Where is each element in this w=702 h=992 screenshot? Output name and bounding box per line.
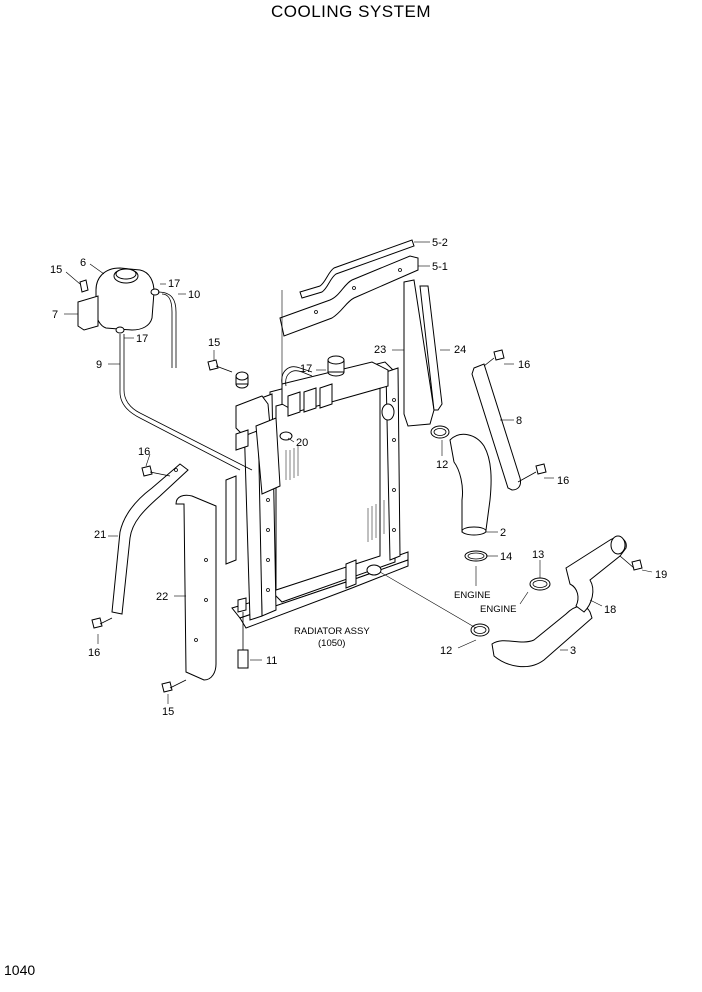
callout-16-d: 16 [88,647,100,659]
callout-3: 3 [570,645,576,657]
lower-hose [379,571,593,668]
bolt-11 [237,612,249,669]
callout-6: 6 [80,257,86,269]
callout-12-b: 12 [440,645,452,657]
callout-17-a: 17 [168,278,180,290]
callout-15-b: 15 [208,337,220,349]
callout-8: 8 [516,415,522,427]
grommet-20 [279,431,293,441]
callout-5-2: 5-2 [432,237,448,249]
note-radiator-ref: (1050) [318,638,345,649]
bolt-19 [619,555,643,571]
note-radiator-assy: RADIATOR ASSY [294,626,370,637]
note-engine-1: ENGINE [454,590,490,601]
callout-15-c: 15 [162,706,174,718]
callout-17-c: 17 [300,363,312,375]
callout-16-b: 16 [138,446,150,458]
pipe-18 [519,535,627,613]
callout-5-1: 5-1 [432,261,448,273]
bolt-16-bottom [91,617,113,629]
callout-22: 22 [156,591,168,603]
callout-17-b: 17 [136,333,148,345]
callout-13: 13 [532,549,544,561]
callout-2: 2 [500,527,506,539]
bolt-16-stay-top [483,349,505,367]
page-number: 1040 [4,962,36,978]
diagram-notes: ENGINE ENGINE RADIATOR ASSY (1050) [294,590,516,649]
note-engine-2: ENGINE [480,604,516,615]
callout-10: 10 [188,289,200,301]
seal-strips [403,279,443,427]
callout-23: 23 [374,344,386,356]
callout-18: 18 [604,604,616,616]
callout-16-c: 16 [557,475,569,487]
callout-14: 14 [500,551,512,563]
stay-21 [111,463,189,615]
plate-22 [175,494,217,681]
bolt-15-bottom [161,679,187,693]
hose-lines [119,291,253,471]
radiator-assembly [225,355,409,629]
callout-16-a: 16 [518,359,530,371]
stay-8 [471,363,521,491]
callout-labels: 5-2 5-1 6 15 17 10 7 17 9 15 17 23 24 16… [50,237,667,718]
callout-12-a: 12 [436,459,448,471]
callout-21: 21 [94,529,106,541]
callout-19: 19 [655,569,667,581]
callout-9: 9 [96,359,102,371]
callout-24: 24 [454,344,466,356]
callout-11: 11 [266,655,277,667]
callout-7: 7 [52,309,58,321]
shroud-plates [279,239,419,398]
bolt-16-stay-bottom [517,463,547,483]
leader-lines [64,241,653,704]
reservoir-tank [77,267,160,334]
callout-15-a: 15 [50,264,62,276]
upper-hose [430,425,492,586]
bolts [91,349,643,693]
bolt-15-top [207,359,233,373]
page-title: COOLING SYSTEM [270,2,432,21]
bolt-16-left [141,465,171,477]
callout-20: 20 [296,437,308,449]
